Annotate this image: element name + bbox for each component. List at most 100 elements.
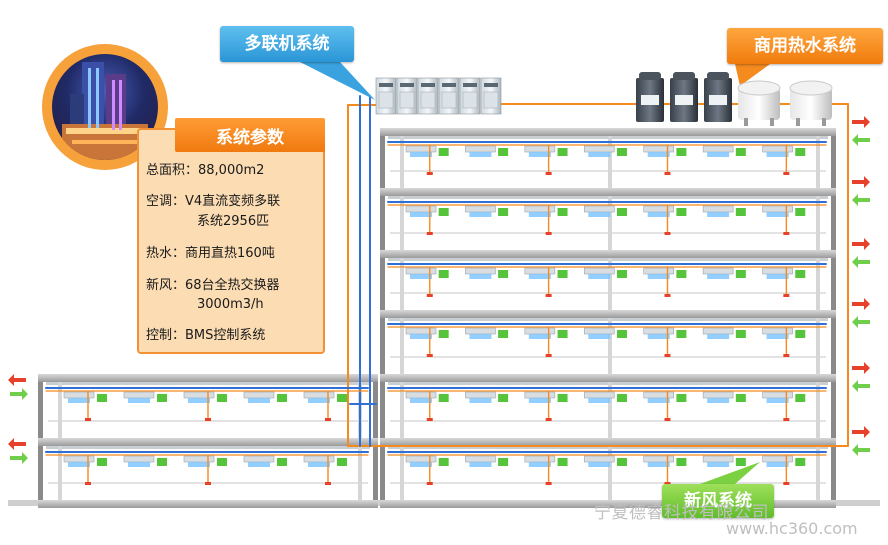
cassette-cool-air	[707, 212, 730, 217]
low-wall-left	[38, 374, 43, 500]
water-tank-leg	[796, 118, 800, 126]
low-column	[58, 382, 62, 438]
tall-column	[608, 196, 612, 250]
fresh-air-diffuser	[438, 330, 449, 338]
cassette-indoor-unit	[405, 327, 437, 335]
cassette-indoor-unit	[702, 327, 734, 335]
tall-column	[400, 196, 404, 250]
cassette-indoor-unit	[643, 205, 675, 213]
cassette-cool-air	[469, 212, 492, 217]
fresh-air-intake-arrow	[852, 380, 870, 392]
building-photo-illustration	[62, 62, 148, 160]
fresh-air-diffuser	[277, 394, 287, 402]
fresh-air-diffuser	[97, 458, 107, 466]
cassette-cool-air	[647, 334, 670, 339]
fresh-air-diffuser	[337, 458, 347, 466]
tall-column	[608, 446, 612, 500]
fresh-air-intake-arrow	[852, 134, 870, 146]
tall-column	[816, 258, 820, 310]
cassette-cool-air	[188, 398, 210, 403]
hot-water-tap	[325, 482, 331, 485]
cassette-indoor-unit	[405, 455, 437, 463]
cassette-cool-air	[766, 152, 789, 157]
fresh-air-diffuser	[795, 330, 806, 338]
fresh-air-diffuser	[498, 394, 509, 402]
cassette-cool-air	[469, 398, 492, 403]
fresh-air-diffuser	[735, 394, 746, 402]
low-slab	[38, 374, 378, 382]
cassette-cool-air	[308, 462, 330, 467]
low-slab	[38, 500, 378, 508]
fresh-air-diffuser	[795, 394, 806, 402]
cassette-indoor-unit	[123, 455, 155, 463]
fresh-air-diffuser	[557, 330, 568, 338]
hot-water-tap	[205, 418, 211, 421]
hot-water-tap	[783, 232, 790, 235]
cassette-indoor-unit	[63, 391, 95, 399]
hot-water-system-callout: 商用热水系统	[727, 28, 883, 64]
watermark-company: 宁夏德睿科技有限公司	[594, 503, 769, 523]
hot-water-tap	[426, 418, 433, 421]
water-tank	[738, 88, 780, 120]
tall-column	[816, 382, 820, 438]
cassette-cool-air	[528, 212, 551, 217]
hot-water-tap	[664, 354, 671, 357]
cassette-indoor-unit	[643, 145, 675, 153]
tall-slab	[380, 188, 836, 196]
vrf-outdoor-unit-vent	[484, 83, 498, 87]
hot-water-tap	[426, 294, 433, 297]
cassette-indoor-unit	[524, 145, 556, 153]
cassette-indoor-unit	[702, 267, 734, 275]
tall-column	[816, 196, 820, 250]
hot-water-tap	[85, 418, 91, 421]
fresh-air-diffuser	[616, 148, 627, 156]
cassette-indoor-unit	[465, 267, 496, 275]
cassette-cool-air	[469, 462, 492, 467]
fresh-air-diffuser	[337, 394, 347, 402]
param-hot-water: 热水：商用直热160吨	[146, 246, 275, 261]
heat-pump-fan-top	[639, 72, 661, 80]
tall-column	[400, 382, 404, 438]
hot-water-tap	[664, 482, 671, 485]
low-ceiling-strip	[46, 382, 370, 385]
hot-water-tap	[545, 294, 552, 297]
vrf-outdoor-unit-vent	[421, 83, 435, 87]
fresh-air-diffuser	[438, 458, 449, 466]
cassette-cool-air	[707, 462, 730, 467]
hot-water-tap	[426, 482, 433, 485]
cassette-cool-air	[469, 274, 492, 279]
heat-pump-panel	[709, 95, 727, 105]
fresh-air-diffuser	[735, 330, 746, 338]
hot-water-tap	[545, 418, 552, 421]
cassette-cool-air	[410, 152, 432, 157]
heat-pump-panel	[641, 95, 659, 105]
fresh-air-diffuser	[616, 208, 627, 216]
watermark-url: www.hc360.com	[726, 519, 858, 538]
cassette-cool-air	[248, 398, 270, 403]
tall-column	[816, 446, 820, 500]
cassette-cool-air	[707, 274, 730, 279]
hot-water-tap	[664, 418, 671, 421]
system-parameters-panel	[137, 128, 325, 354]
hot-water-tap	[426, 232, 433, 235]
fresh-air-diffuser	[676, 270, 687, 278]
tall-column	[608, 318, 612, 374]
cassette-indoor-unit	[465, 455, 496, 463]
param-area: 总面积：88,000m2	[146, 163, 265, 178]
cassette-indoor-unit	[465, 327, 496, 335]
cassette-indoor-unit	[583, 267, 615, 275]
tall-column	[400, 318, 404, 374]
cassette-indoor-unit	[583, 205, 615, 213]
cassette-indoor-unit	[524, 455, 556, 463]
fresh-air-diffuser	[498, 208, 509, 216]
tall-slab	[380, 128, 836, 136]
fresh-air-diffuser	[438, 270, 449, 278]
cassette-cool-air	[410, 334, 432, 339]
cassette-cool-air	[528, 274, 551, 279]
exhaust-air-arrow	[852, 298, 870, 310]
fresh-air-system-callout: 新风系统	[662, 484, 774, 518]
fresh-air-diffuser	[157, 458, 167, 466]
fresh-air-diffuser	[735, 148, 746, 156]
vrf-callout-pointer	[300, 62, 375, 100]
fresh-air-intake-arrow	[852, 444, 870, 456]
